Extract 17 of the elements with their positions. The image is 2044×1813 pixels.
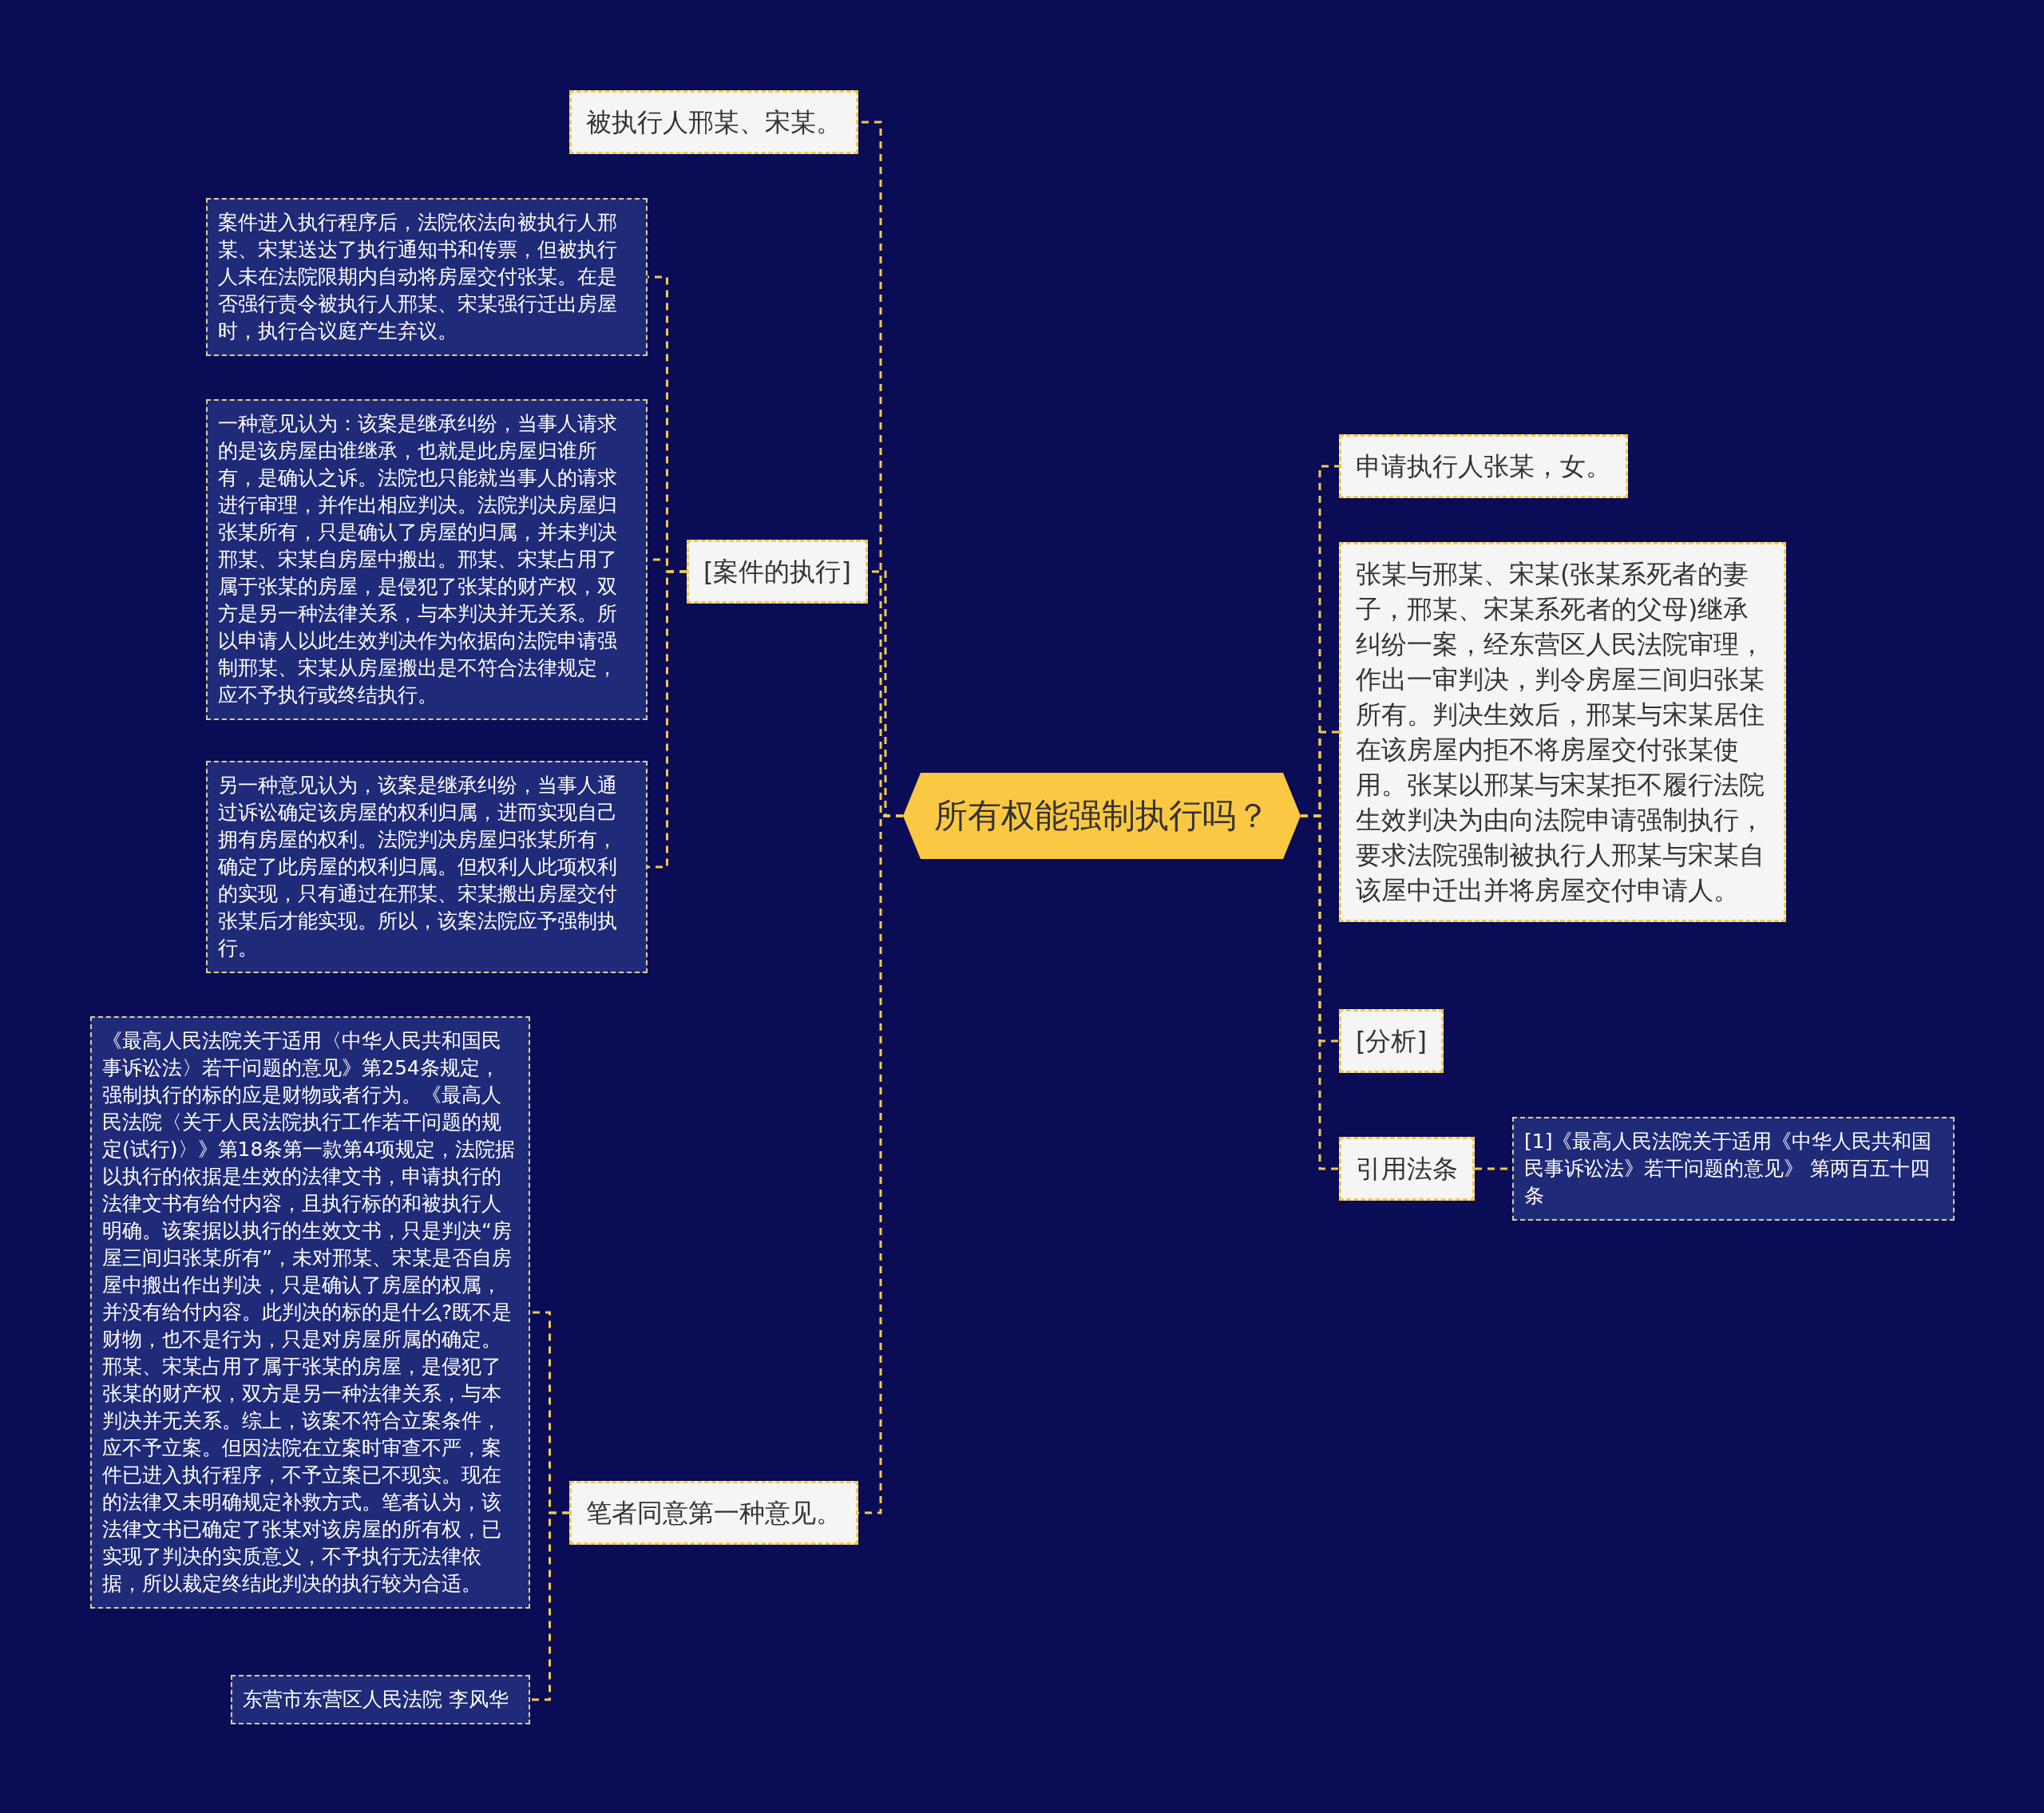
- text-card: 另一种意见认为，该案是继承纠纷，当事人通过诉讼确定该房屋的权利归属，进而实现自己拥有房屋的权利。法院判决房屋归张某所有，确定了此房屋的权利归属。但权利人此项权利的实现，只有通过在邢某、宋某搬出房屋交付张某后才能实现。所以，该案法院应予强制执行。: [206, 761, 648, 973]
- central-topic: 所有权能强制执行吗？: [903, 773, 1301, 859]
- topic-box: 申请执行人张某，女。: [1339, 434, 1628, 498]
- topic-box: 笔者同意第一种意见。: [569, 1481, 858, 1545]
- topic-box: 被执行人邢某、宋某。: [569, 90, 858, 154]
- topic-box: [分析]: [1339, 1009, 1444, 1073]
- connector: [648, 570, 687, 869]
- text-card: 一种意见认为：该案是继承纠纷，当事人请求的是该房屋由谁继承，也就是此房屋归谁所有，是确认之诉。法院也只能就当事人的请求进行审理，并作出相应判决。法院判决房屋归张某所有，只是确认了房屋的归属，并未判决邢某、宋某自房屋中搬出。邢某、宋某占用了属于张某的房屋，是侵犯了张某的财产权，双方是另一种法律关系，与本判决并无关系。所以申请人以此生效判决作为依据向法院申请强制邢某、宋某从房屋搬出是不符合法律规定，应不予执行或终结执行。: [206, 399, 648, 720]
- text-card: [1]《最高人民法院关于适用《中华人民共和国民事诉讼法》若干问题的意见》 第两百五十四条: [1512, 1117, 1955, 1221]
- topic-box: [案件的执行]: [687, 540, 868, 604]
- text-card: 张某与邢某、宋某(张某系死者的妻子，邢某、宋某系死者的父母)继承纠纷一案，经东营区人民法院审理，作出一审判决，判令房屋三间归张某所有。判决生效后，邢某与宋某居住在该房屋内拒不将房屋交付张某使用。张某以邢某与宋某拒不履行法院生效判决为由向法院申请强制执行，要求法院强制被执行人邢某与宋某自该屋中迁出并将房屋交付申请人。: [1339, 542, 1786, 922]
- text-card: 《最高人民法院关于适用〈中华人民共和国民事诉讼法〉若干问题的意见》第254条规定，强制执行的标的应是财物或者行为。《最高人民法院〈关于人民法院执行工作若干问题的规定(试行)〉》第18条第一款第4项规定，法院据以执行的依据是生效的法律文书，申请执行的法律文书有给付内容，且执行标的和被执行人明确。该案据以执行的生效文书，只是判决“房屋三间归张某所有”，未对邢某、宋某是否自房屋中搬出作出判决，只是确认了房屋的权属，并没有给付内容。此判决的标的是什么?既不是财物，也不是行为，只是对房屋所属的确定。邢某、宋某占用了属于张某的房屋，是侵犯了张某的财产权，双方是另一种法律关系，与本判决并无关系。综上，该案不符合立案条件，应不予立案。但因法院在立案时审查不严，案件已进入执行程序，不予立案已不现实。现在的法律又未明确规定补救方式。笔者认为，该法律文书已确定了张某对该房屋的所有权，已实现了判决的实质意义，不予执行无法律依据，所以裁定终结此判决的执行较为合适。: [90, 1016, 530, 1609]
- text-card: 案件进入执行程序后，法院依法向被执行人邢某、宋某送达了执行通知书和传票，但被执行人未在法院限期内自动将房屋交付张某。在是否强行责令被执行人邢某、宋某强行迁出房屋时，执行合议庭产生弃议。: [206, 198, 648, 356]
- connector: [1301, 814, 1339, 1170]
- connector: [530, 1511, 569, 1701]
- text-card: 东营市东营区人民法院 李风华: [231, 1675, 530, 1724]
- topic-box: 引用法条: [1339, 1137, 1475, 1201]
